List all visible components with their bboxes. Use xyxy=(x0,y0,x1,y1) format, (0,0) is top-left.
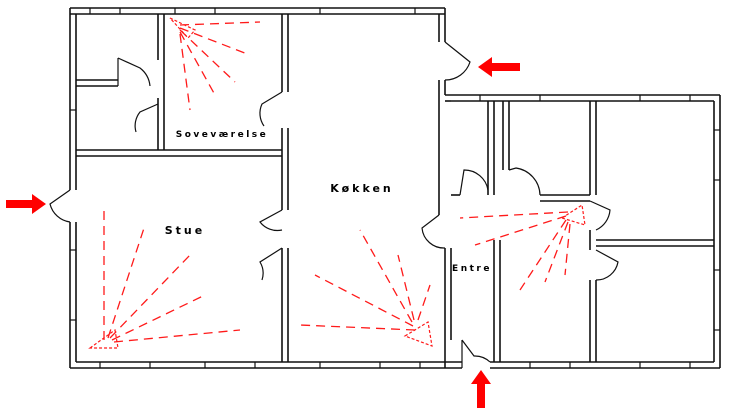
room-label-koekken: Køkken xyxy=(330,182,394,195)
right-wing-walls xyxy=(445,94,721,369)
arrow-icon xyxy=(478,57,520,77)
camera-icon xyxy=(403,321,433,347)
arrow-icon xyxy=(471,370,491,408)
arrow-icon xyxy=(6,194,46,214)
interior-walls xyxy=(76,14,714,368)
windows xyxy=(70,8,720,368)
camera-view-living-room xyxy=(103,210,241,343)
camera-icon xyxy=(88,328,119,349)
camera-view-entre xyxy=(459,211,571,291)
room-label-entre: Entre xyxy=(452,264,492,274)
outer-walls xyxy=(69,7,462,369)
camera-view-bedroom xyxy=(179,21,261,111)
room-label-sovevaerelse: Soveværelse xyxy=(176,130,269,140)
room-label-stue: Stue xyxy=(165,224,205,237)
camera-icon xyxy=(560,203,586,226)
doors xyxy=(49,41,619,368)
camera-view-kitchen xyxy=(299,229,431,331)
camera-icon xyxy=(169,17,196,39)
